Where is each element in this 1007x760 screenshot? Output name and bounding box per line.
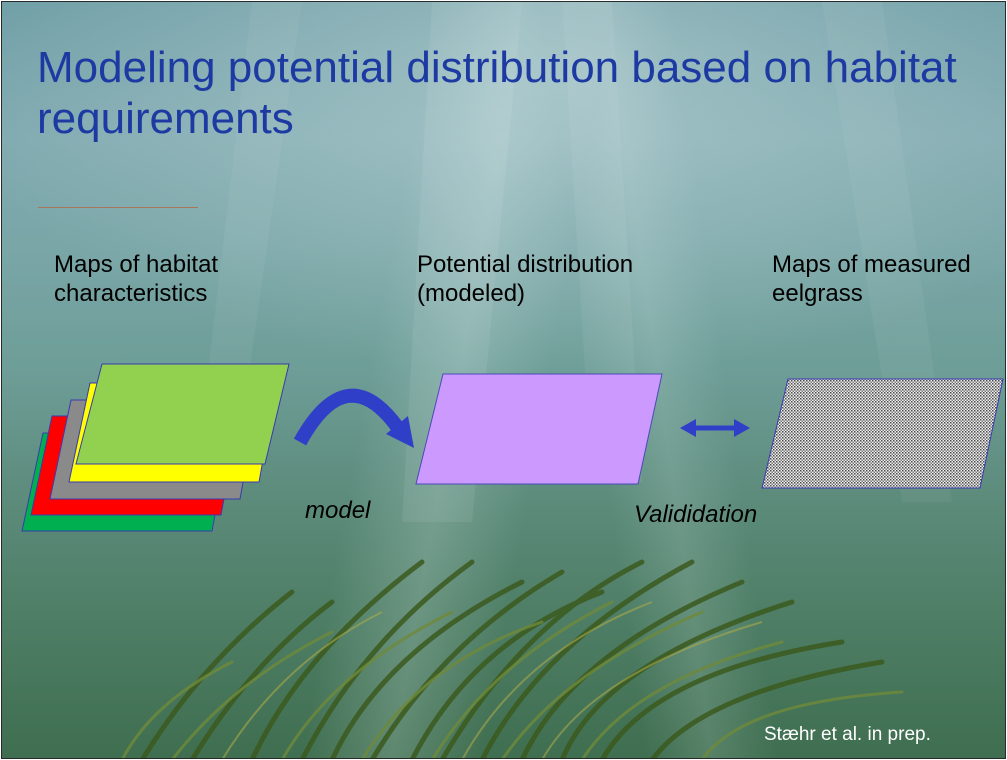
double-headed-arrow-icon [680,419,750,437]
potential-distribution-map [415,373,663,485]
habitat-layer-stack [21,363,290,532]
curved-arrow-right-icon [293,388,414,448]
habitat-layer-top [75,363,290,465]
citation-credit: Stæhr et al. in prep. [764,724,931,745]
title-divider [38,207,198,208]
measured-eelgrass-map [761,378,1004,489]
habitat-maps-label: Maps of habitat characteristics [54,251,219,307]
validation-label: Valididation [634,501,758,528]
slide-title: Modeling potential distribution based on… [37,43,957,143]
model-label: model [305,497,371,524]
measured-eelgrass-label: Maps of measured eelgrass [772,251,971,307]
potential-distribution-label: Potential distribution (modeled) [417,251,634,307]
